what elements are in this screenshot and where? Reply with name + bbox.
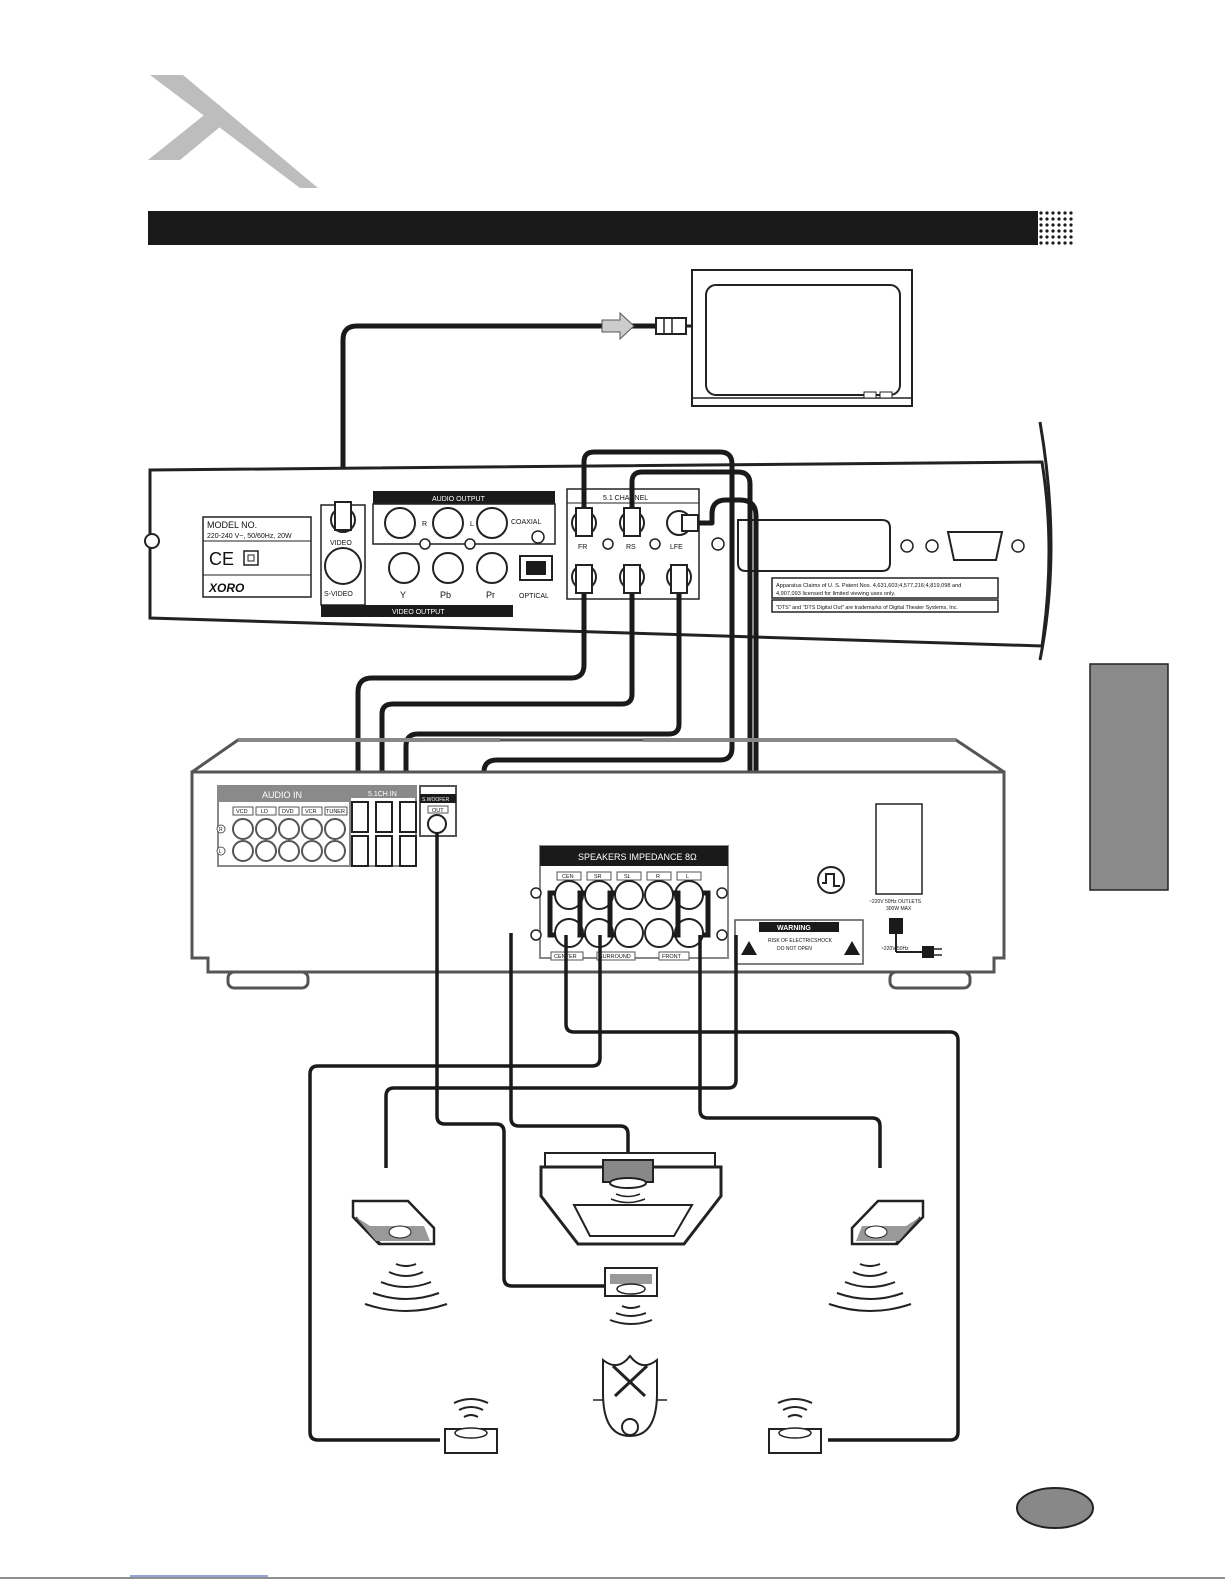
- front-right-speaker: [828, 1199, 925, 1312]
- header-bar: [148, 211, 1075, 245]
- brand-logo: [148, 75, 318, 188]
- trademark-text: "DTS" and "DTS Digital Out" are trademar…: [776, 605, 958, 611]
- front-left-speaker: [351, 1199, 448, 1312]
- input-51-title: 5.1CH IN: [368, 791, 397, 798]
- warning-text-2: DO NOT OPEN: [777, 946, 812, 952]
- svg-text:LD: LD: [261, 809, 268, 815]
- pr-label: Pr: [486, 590, 495, 600]
- subwoofer-title: S.WOOFER: [422, 797, 450, 803]
- patent-text-1: Apparatus Claims of U. S. Patent Nos. 4,…: [776, 583, 961, 589]
- audio-output-title: AUDIO OUTPUT: [432, 496, 486, 503]
- receiver-cable-plugs: [351, 801, 417, 867]
- outlet-text-1: ~220V 50Hz OUTLETS: [869, 899, 922, 905]
- center-speaker-tv: [539, 1152, 723, 1246]
- power-spec: 220-240 V~, 50/60Hz, 20W: [207, 533, 292, 540]
- svg-text:TUNER: TUNER: [326, 809, 345, 815]
- model-label: MODEL NO. 220-240 V~, 50/60Hz, 20W CE XO…: [202, 516, 312, 598]
- player-cable-plugs: [334, 501, 699, 594]
- group-surround-label: SURROUND: [599, 954, 631, 960]
- svg-text:SR: SR: [594, 874, 602, 880]
- channel-51-title: 5.1 CHANNEL: [603, 495, 648, 502]
- svg-text:VCR: VCR: [305, 809, 317, 815]
- surround-left-speaker: [444, 1398, 498, 1454]
- video-label: VIDEO: [330, 540, 352, 547]
- television: [691, 269, 913, 407]
- player-misc: Apparatus Claims of U. S. Patent Nos. 4,…: [711, 519, 1025, 613]
- audio-in-labels: VCD LD DVD VCR TUNER: [232, 806, 348, 816]
- coaxial-label: COAXIAL: [511, 519, 541, 526]
- player-brand: XORO: [208, 581, 245, 595]
- page-number-badge: [1016, 1487, 1094, 1529]
- warning-label: WARNING RISK OF ELECTRICSHOCK DO NOT OPE…: [734, 919, 864, 965]
- video-output-title: VIDEO OUTPUT: [392, 609, 445, 616]
- video-cable: [340, 323, 660, 493]
- speaker-terminal-labels: CEN SR SL R L: [556, 871, 702, 881]
- warning-icon: [741, 941, 757, 955]
- lfe-label: LFE: [670, 544, 683, 551]
- fr-label: FR: [578, 544, 587, 551]
- warning-text-1: RISK OF ELECTRICSHOCK: [768, 938, 833, 944]
- surround-right-speaker: [768, 1398, 822, 1454]
- warning-title: WARNING: [777, 925, 811, 932]
- shock-icon: [844, 941, 860, 955]
- svg-text:R: R: [656, 874, 660, 880]
- audio-r-label: R: [422, 521, 427, 528]
- svg-text:L: L: [686, 874, 689, 880]
- group-front-label: FRONT: [662, 954, 682, 960]
- optical-label: OPTICAL: [519, 593, 549, 600]
- listener-icon: [593, 1354, 667, 1438]
- mains-text: ~220V 50Hz: [881, 946, 909, 952]
- power-plug-icon: [922, 946, 934, 958]
- rs-label: RS: [626, 544, 636, 551]
- svg-text:SL: SL: [624, 874, 631, 880]
- audio-in-title: AUDIO IN: [262, 790, 302, 800]
- audio-output-block: AUDIO OUTPUT R L COAXIAL: [372, 491, 556, 550]
- subwoofer-out-label: OUT: [432, 808, 444, 814]
- speakers-terminal-block: SPEAKERS IMPEDANCE 8Ω CEN SR SL R L: [530, 845, 729, 961]
- svg-text:CEN: CEN: [562, 874, 574, 880]
- video-cable-plug: [655, 317, 692, 335]
- audio-in-block: AUDIO IN VCD LD DVD VCR TUNER R L: [216, 785, 351, 867]
- outlet-text-2: 300W MAX: [886, 906, 912, 912]
- audio-l-label: L: [470, 521, 474, 528]
- pb-label: Pb: [440, 590, 451, 600]
- svg-text:VCD: VCD: [236, 809, 248, 815]
- patent-text-2: 4,907,093 licensed for limited viewing u…: [776, 591, 896, 597]
- ce-mark: CE: [209, 549, 234, 569]
- speakers-title: SPEAKERS IMPEDANCE 8Ω: [578, 852, 697, 862]
- chapter-tab: [1089, 663, 1169, 891]
- subwoofer-out-block: S.WOOFER OUT: [419, 785, 457, 837]
- svg-text:R: R: [219, 827, 223, 833]
- svideo-label: S-VIDEO: [324, 591, 353, 598]
- receiver-misc: ~220V 50Hz OUTLETS 300W MAX ~220V 50Hz: [817, 803, 942, 958]
- y-label: Y: [400, 590, 406, 600]
- svg-text:DVD: DVD: [282, 809, 294, 815]
- model-no-label: MODEL NO.: [207, 520, 257, 530]
- subwoofer-speaker: [604, 1267, 658, 1325]
- component-video-block: VIDEO OUTPUT Y Pb Pr OPTICAL: [321, 552, 553, 617]
- svg-text:L: L: [219, 849, 222, 855]
- signal-arrow-icon: [601, 311, 635, 341]
- speaker-cables: [308, 832, 960, 1442]
